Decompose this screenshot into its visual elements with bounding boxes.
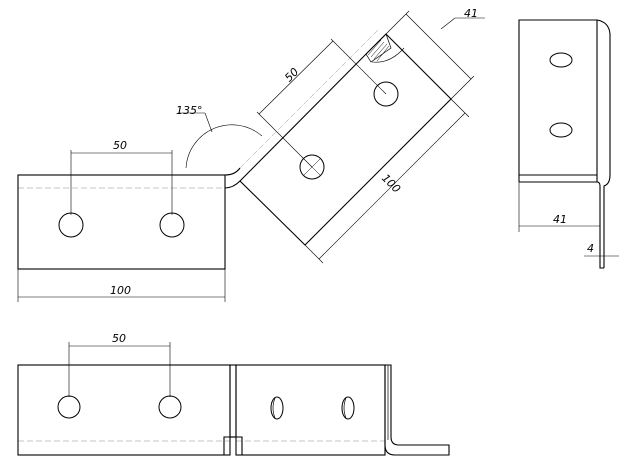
- dimension-label: 50: [113, 139, 127, 152]
- dimension-label: 4: [587, 242, 594, 255]
- dimension-rotated-spacing: 50: [256, 38, 387, 168]
- dimension-label: 41: [464, 7, 478, 20]
- side-view: [518, 19, 611, 269]
- dimension-top-left-spacing: 50: [70, 139, 173, 215]
- dimension-angle: 135°: [176, 104, 263, 169]
- hole: [57, 395, 81, 419]
- dimension-top-left-length: 100: [17, 269, 226, 302]
- angle-label: 135°: [176, 104, 203, 117]
- dimension-label: 50: [282, 65, 301, 84]
- dimension-side-thickness: 4: [584, 242, 619, 262]
- front-view-bottom: [17, 364, 450, 456]
- dimension-label: 100: [110, 284, 131, 297]
- hole: [159, 212, 185, 238]
- hole: [549, 52, 573, 68]
- hole: [549, 122, 573, 138]
- hole: [341, 396, 355, 420]
- dimension-side-width: 41: [518, 182, 601, 232]
- hole: [299, 154, 325, 180]
- hole: [373, 81, 399, 107]
- dimension-rotated-width: 41: [385, 7, 485, 100]
- hole: [270, 396, 284, 420]
- hole: [158, 395, 182, 419]
- dimension-rotated-length: 100: [304, 98, 470, 264]
- dimension-label: 100: [379, 172, 403, 196]
- dimension-label: 41: [553, 213, 567, 226]
- dimension-label: 50: [112, 332, 126, 345]
- plan-view-rotated-plate: [239, 27, 452, 246]
- dimension-bottom-spacing: 50: [68, 332, 171, 397]
- hole: [58, 212, 84, 238]
- plan-view-left-plate: [17, 167, 241, 270]
